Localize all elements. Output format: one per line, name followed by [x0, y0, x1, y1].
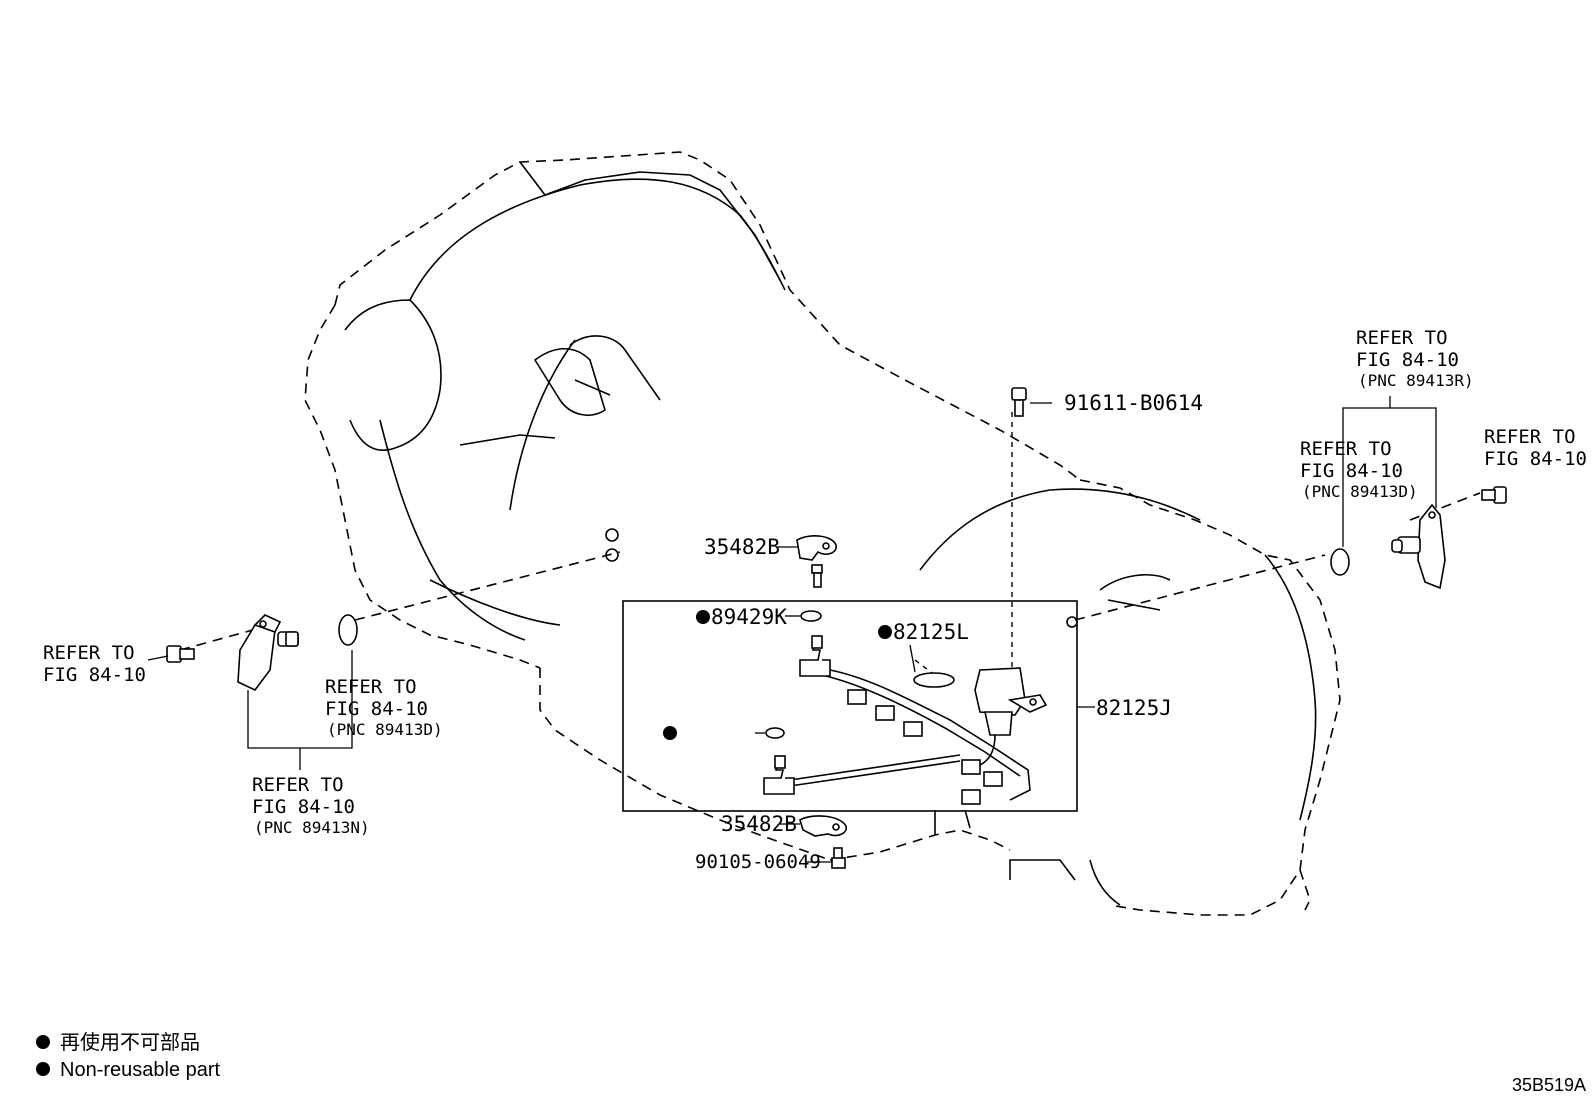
- wire-harness-detail-box: [622, 600, 1078, 812]
- dowel-hole: [605, 528, 619, 542]
- legend-en: Non-reusable part: [60, 1059, 221, 1081]
- label-91611[interactable]: 91611-B0614: [1064, 391, 1203, 415]
- svg-text:(PNC 89413D): (PNC 89413D): [327, 720, 443, 739]
- oring-89429k-bottom-icon[interactable]: [765, 727, 785, 739]
- svg-text:FIG 84-10: FIG 84-10: [1484, 448, 1587, 470]
- label-82125l[interactable]: 82125L: [893, 620, 969, 644]
- svg-text:REFER TO: REFER TO: [1300, 438, 1392, 460]
- dowel-hole: [605, 548, 619, 562]
- right-speed-sensor[interactable]: [1391, 503, 1446, 590]
- svg-text:FIG 84-10: FIG 84-10: [252, 796, 355, 818]
- bolt-91611-icon[interactable]: [1011, 387, 1027, 417]
- clamp-35482b-top-icon[interactable]: [796, 535, 837, 588]
- left-oring-icon[interactable]: [338, 614, 358, 646]
- svg-text:(PNC 89413R): (PNC 89413R): [1358, 371, 1474, 390]
- label-89429k-top[interactable]: 89429K: [711, 605, 787, 629]
- ref-left-bolt[interactable]: REFER TO FIG 84-10: [43, 642, 146, 686]
- legend-marker-icon: [36, 1062, 50, 1076]
- svg-text:FIG 84-10: FIG 84-10: [1356, 349, 1459, 371]
- transmission-housing-outline: [304, 151, 1341, 916]
- ref-far-right-bolt[interactable]: REFER TO FIG 84-10: [1484, 426, 1587, 470]
- right-sensor-bolt-icon[interactable]: [1481, 486, 1507, 504]
- svg-text:REFER TO: REFER TO: [252, 774, 344, 796]
- ref-bracket-left: [247, 650, 353, 770]
- ref-left-oring[interactable]: REFER TO FIG 84-10 (PNC 89413D): [325, 676, 443, 739]
- label-35482b-top[interactable]: 35482B: [704, 535, 780, 559]
- ref-bottom-left[interactable]: REFER TO FIG 84-10 (PNC 89413N): [252, 774, 370, 837]
- svg-text:FIG 84-10: FIG 84-10: [43, 664, 146, 686]
- svg-text:FIG 84-10: FIG 84-10: [1300, 460, 1403, 482]
- svg-text:(PNC 89413N): (PNC 89413N): [254, 818, 370, 837]
- install-path-left: [354, 551, 621, 621]
- label-82125j[interactable]: 82125J: [1096, 696, 1172, 720]
- install-path-right-bolt: [1409, 492, 1481, 521]
- non-reusable-marker-icon: [696, 610, 710, 624]
- ref-right-oring[interactable]: REFER TO FIG 84-10 (PNC 89413D): [1300, 438, 1418, 501]
- non-reusable-marker-icon: [878, 625, 892, 639]
- install-path-left-bolt: [179, 627, 261, 651]
- oring-89429k-top-icon[interactable]: [800, 610, 822, 622]
- svg-text:REFER TO: REFER TO: [325, 676, 417, 698]
- svg-text:FIG 84-10: FIG 84-10: [325, 698, 428, 720]
- wire-harness-82125j[interactable]: [763, 635, 1048, 805]
- left-sensor-bolt-icon[interactable]: [166, 645, 195, 663]
- leader-82125l: [909, 644, 916, 673]
- label-90105[interactable]: 90105-06049: [695, 851, 821, 873]
- non-reusable-marker-icon: [663, 726, 677, 740]
- oring-82125l-icon[interactable]: [913, 672, 955, 688]
- svg-text:(PNC 89413D): (PNC 89413D): [1302, 482, 1418, 501]
- figure-code: 35B519A: [1512, 1075, 1586, 1095]
- right-oring-icon[interactable]: [1330, 548, 1350, 576]
- ref-leader-left-bolt: [147, 655, 169, 661]
- clamp-35482b-bottom-icon[interactable]: [799, 815, 848, 837]
- left-speed-sensor[interactable]: [237, 614, 299, 692]
- svg-text:REFER TO: REFER TO: [1484, 426, 1576, 448]
- dowel-hole: [1066, 616, 1078, 628]
- svg-text:REFER TO: REFER TO: [43, 642, 135, 664]
- ref-top-right[interactable]: REFER TO FIG 84-10 (PNC 89413R): [1356, 327, 1474, 390]
- ref-bracket-right: [1342, 396, 1437, 547]
- legend: 再使用不可部品 Non-reusable part: [36, 1031, 221, 1081]
- label-35482b-bottom[interactable]: 35482B: [721, 812, 797, 836]
- install-path-right: [1074, 554, 1326, 621]
- legend-jp: 再使用不可部品: [60, 1031, 200, 1054]
- bolt-90105-icon[interactable]: [831, 847, 846, 869]
- svg-text:REFER TO: REFER TO: [1356, 327, 1448, 349]
- legend-marker-icon: [36, 1035, 50, 1049]
